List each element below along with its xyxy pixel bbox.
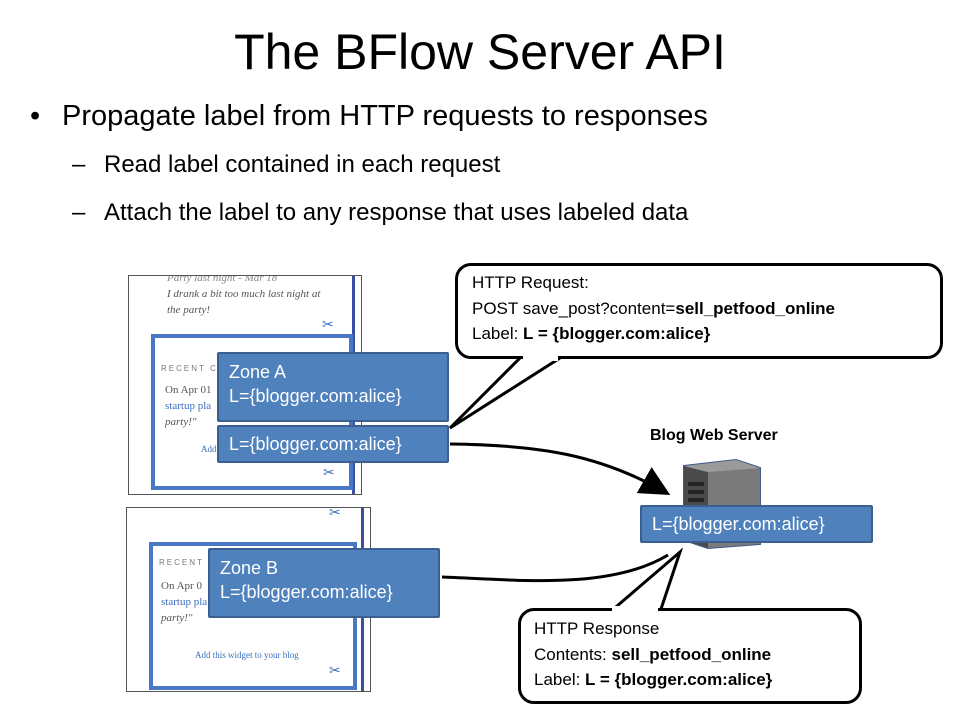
add-widget-link[interactable]: Add (201, 444, 217, 454)
bullet-sub-1-text: Read label contained in each request (104, 151, 501, 178)
zone-a-name: Zone A (229, 362, 287, 382)
request-method-url: POST save_post?content= (472, 299, 676, 318)
add-widget-link[interactable]: Add this widget to your blog (195, 650, 299, 660)
http-request-line-3: Label: L = {blogger.com:alice} (472, 322, 710, 346)
http-response-line-1: HTTP Response (534, 619, 660, 638)
http-request-line-2: POST save_post?content=sell_petfood_onli… (472, 297, 835, 321)
zone-a-box: Zone A L={blogger.com:alice} (217, 352, 449, 422)
request-label: L={blogger.com:alice} (229, 434, 402, 454)
comment-line-2[interactable]: startup pla (161, 596, 208, 608)
response-contents-prefix: Contents: (534, 645, 612, 664)
bullet-main: • Propagate label from HTTP requests to … (30, 98, 930, 134)
zone-a-label: L={blogger.com:alice} (229, 386, 402, 406)
server-title: Blog Web Server (650, 427, 778, 444)
http-response-line-2: Contents: sell_petfood_online (534, 643, 771, 667)
zone-b-name: Zone B (220, 558, 279, 578)
edit-icon[interactable]: ✂ (329, 507, 341, 520)
tail-join (523, 355, 558, 361)
response-contents-value: sell_petfood_online (611, 645, 772, 664)
server-label: L={blogger.com:alice} (652, 514, 825, 534)
zone-b-label: L={blogger.com:alice} (220, 582, 393, 602)
edit-icon[interactable]: ✂ (329, 662, 341, 678)
post-body-line-2: the party! (167, 304, 211, 316)
tail-join (612, 606, 658, 612)
comment-line-3: party!" (165, 416, 197, 428)
request-label-prefix: Label: (472, 324, 524, 343)
http-request-callout (455, 263, 943, 359)
http-request-line-1: HTTP Request: (472, 273, 589, 292)
server-label-box: L={blogger.com:alice} (640, 505, 873, 543)
request-content-value: sell_petfood_online (675, 299, 835, 318)
comment-line-2[interactable]: startup pla (165, 400, 212, 412)
request-label-value: L = {blogger.com:alice} (523, 324, 711, 343)
bullet-sub-2-text: Attach the label to any response that us… (104, 199, 689, 226)
response-arrow (441, 553, 669, 583)
bullet-main-text: Propagate label from HTTP requests to re… (62, 100, 708, 132)
bullet-dash: – (72, 151, 86, 178)
http-response-callout (518, 608, 862, 704)
comment-line-3: party!" (161, 612, 193, 624)
post-title: Party last night - Mar 18 (167, 275, 278, 284)
bullet-dot: • (30, 100, 41, 132)
edit-icon[interactable]: ✂ (323, 464, 335, 480)
comment-line-1: On Apr 0 (161, 580, 202, 592)
request-arrow (449, 442, 671, 495)
bullet-sub-2: – Attach the label to any response that … (72, 198, 872, 228)
zone-b-box: Zone B L={blogger.com:alice} (208, 548, 440, 618)
response-label-prefix: Label: (534, 670, 586, 689)
recent-comments-label: RECENT C (161, 364, 218, 373)
post-body-line-1: I drank a bit too much last night at (167, 288, 321, 300)
comment-line-1: On Apr 01 (165, 384, 212, 396)
bullet-dash: – (72, 199, 86, 226)
edit-icon[interactable]: ✂ (322, 316, 334, 332)
http-response-line-3: Label: L = {blogger.com:alice} (534, 668, 772, 692)
response-label-value: L = {blogger.com:alice} (585, 670, 773, 689)
recent-comments-label: RECENT C (159, 558, 216, 567)
slide-title: The BFlow Server API (234, 24, 726, 80)
bullet-sub-1: – Read label contained in each request (72, 150, 872, 180)
request-label-box: L={blogger.com:alice} (217, 425, 449, 463)
